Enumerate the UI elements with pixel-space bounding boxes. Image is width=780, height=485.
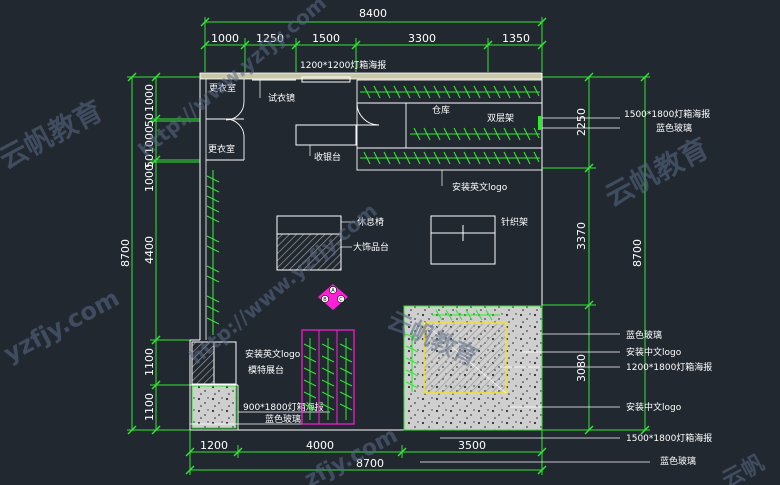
gravel-bottom-left [191,385,237,429]
warehouse [356,79,543,171]
dim-bottom-1: 1200 [200,439,228,452]
dim-right-3: 3080 [575,354,588,382]
dim-top-3: 1500 [312,32,340,45]
label-blue-glass-bl: 蓝色玻璃 [265,413,301,425]
watermark-8: 云帆 [718,451,769,485]
dim-top-2: 1250 [256,32,284,45]
callout-3: 蓝色玻璃 [626,329,662,341]
watermark-7: zfjy.com [300,423,402,485]
callout-5: 1200*1800灯箱海报 [626,361,712,373]
label-poster-top: 1200*1200灯箱海报 [300,59,386,71]
label-logo-en-top: 安装英文logo [452,181,508,193]
dim-top-5: 1350 [502,32,530,45]
watermark-1: 云帆教育 [0,94,108,176]
logo-en-bottom-frame [213,341,237,385]
label-cashier: 收银台 [314,151,341,163]
callout-6: 安装中文logo [626,401,682,413]
center-platform-diag [423,322,507,394]
label-model-stage: 模特展台 [248,364,284,376]
dimension-ticks [127,17,650,475]
knit-rack [430,215,496,265]
left-wall-rack [206,170,220,335]
mark-b: B [323,297,327,303]
dim-right-2: 3370 [575,222,588,250]
label-double-rack: 双层架 [487,113,514,124]
callout-leaders [420,117,650,463]
dim-bottom-3: 3500 [458,439,486,452]
cashier-counter [295,124,357,146]
mark-c: C [339,297,343,303]
rack-hangers-top [360,85,540,165]
label-knit-rack: 针织架 [501,216,528,228]
dim-total-left: 8700 [119,239,132,267]
watermark-2: http://www.yzfjy.com [133,0,330,162]
dim-left-7: 1100 [143,348,156,376]
dim-top-1: 1000 [211,32,239,45]
magenta-racks [301,329,355,425]
label-rest-chair: 休息椅 [357,216,384,228]
dim-left-8: 1100 [143,393,156,421]
label-fitting-room-1: 更衣室 [209,82,236,94]
watermark-5: http://www.yzfjy.com [184,198,381,369]
label-warehouse: 仓库 [432,104,450,116]
watermark-4: yzfjy.com [0,284,124,368]
dim-top-4: 3300 [408,32,436,45]
dim-total-bottom: 8700 [356,457,384,470]
top-lightbox [301,76,351,83]
dim-left-5: 1000 [143,164,156,192]
index-mark [318,284,348,310]
dim-left-2: 50 [143,113,156,127]
dim-bottom-2: 4000 [306,439,334,452]
dim-left-3: 1000 [143,126,156,154]
dim-left-1: 1000 [143,84,156,112]
label-poster-900: 900*1800灯箱海报 [243,401,324,413]
dim-left-4: 50 [143,154,156,168]
dim-total-top: 8400 [359,7,387,20]
mark-a: A [331,288,335,294]
label-display-table: 大饰品台 [353,241,389,253]
callout-2: 蓝色玻璃 [656,122,692,134]
watermark-3: 云帆教育 [600,131,714,213]
label-fitting-mirror: 试衣镜 [268,92,295,104]
label-logo-en-bottom: 安装英文logo [245,348,301,360]
callout-7: 1500*1800灯箱海报 [626,432,712,444]
callout-4: 安装中文logo [626,346,682,358]
rest-chair-display [276,215,342,271]
dim-left-6: 4400 [143,236,156,264]
label-fitting-room-2: 更衣室 [208,143,235,155]
top-right-lightbox [538,116,542,130]
dim-total-right: 8700 [631,239,644,267]
callout-1: 1500*1800灯箱海报 [624,108,710,120]
bottom-right-rack [405,309,500,392]
dim-right-1: 2250 [575,108,588,136]
fitting-rooms [206,79,245,161]
callout-8: 蓝色玻璃 [660,455,696,467]
